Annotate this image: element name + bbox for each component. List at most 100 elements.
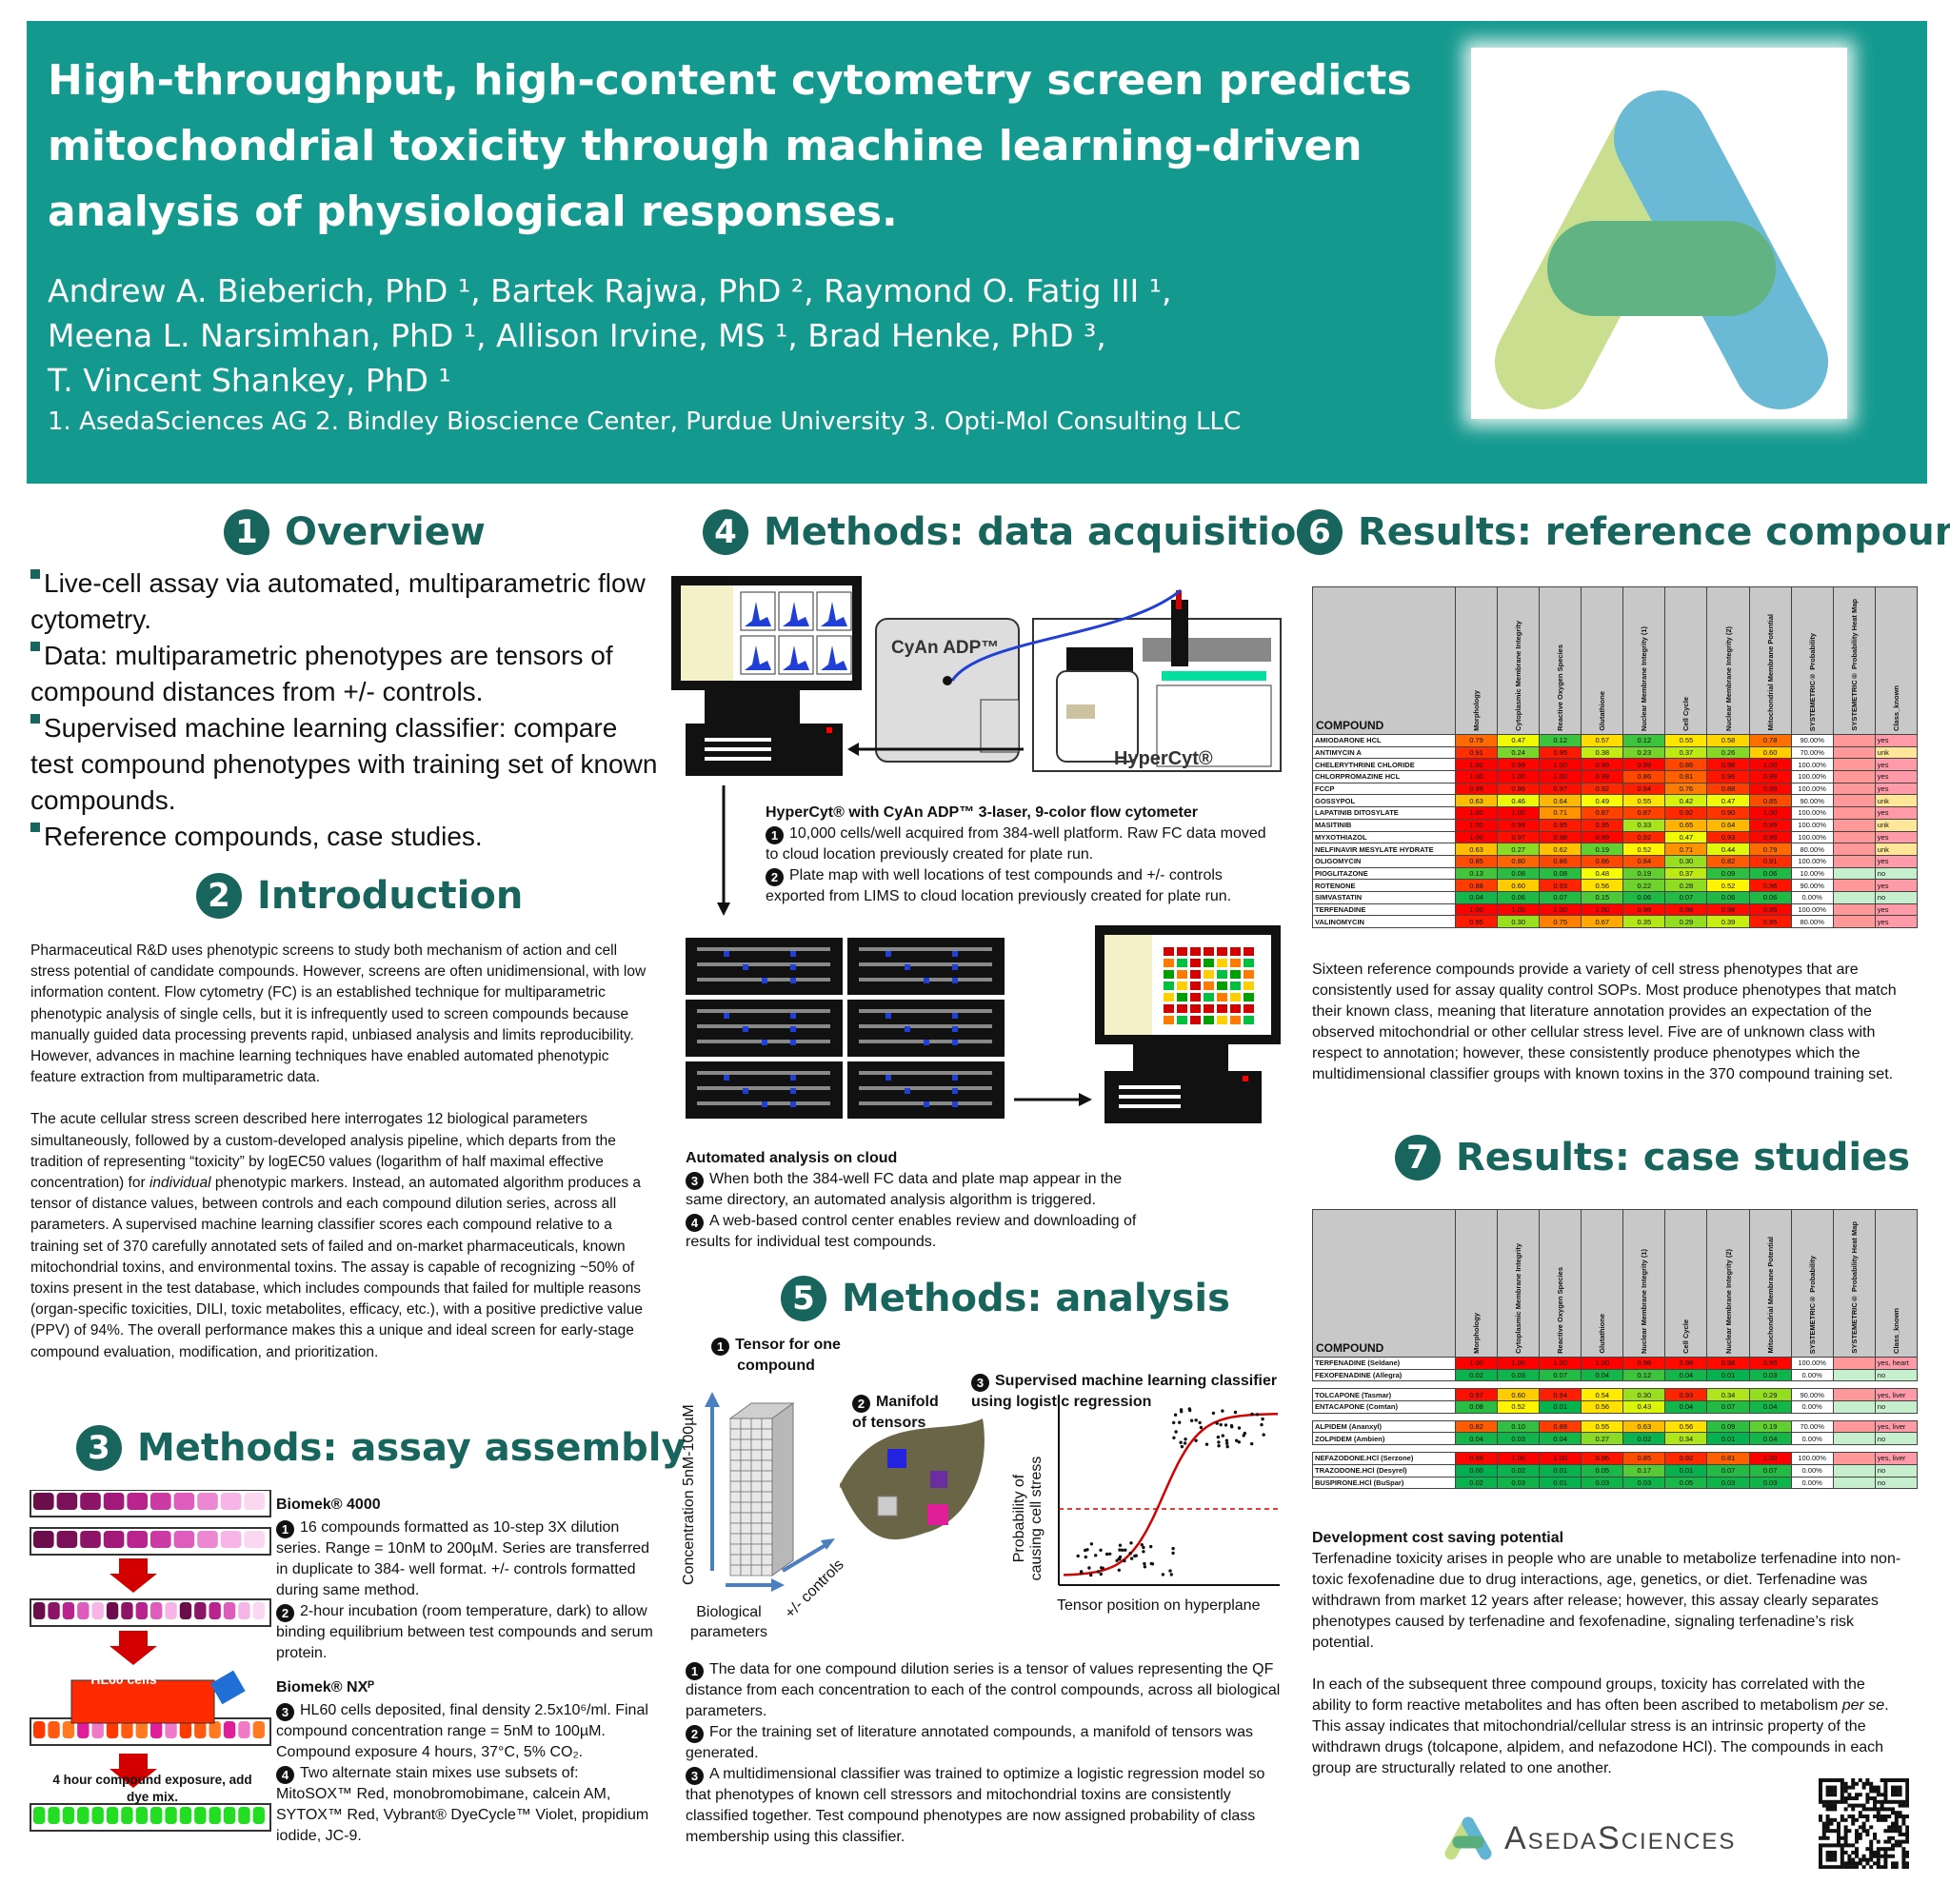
heat-cell: 1.00 (1581, 902, 1624, 917)
author-line-2: Meena L. Narsimhan, PhD ¹, Allison Irvin… (48, 317, 1106, 354)
heat-cell: 0.87 (1581, 806, 1624, 820)
heat-cell: 1.00 (1497, 902, 1541, 917)
class-cell: yes (1874, 830, 1919, 844)
heat-cell: 0.07 (1664, 890, 1708, 904)
heat-cell: 0.04 (1664, 1368, 1708, 1382)
heat-cell: 0.98 (1664, 902, 1708, 917)
heat-cell: 1.00 (1539, 758, 1582, 772)
compound-name: TERFENADINE (1312, 902, 1456, 917)
heat-cell: 0.38 (1581, 745, 1624, 760)
compound-name: ZOLPIDEM (Ambien) (1312, 1432, 1456, 1446)
heat-cell: 0.82 (1454, 1419, 1499, 1434)
section-title: Overview (285, 510, 486, 554)
heat-cell: 0.96 (1497, 782, 1541, 796)
author-line-1: Andrew A. Bieberich, PhD ¹, Bartek Rajwa… (48, 272, 1172, 309)
heat-cell: 0.29 (1748, 1388, 1792, 1402)
heat-cell: 0.54 (1581, 1388, 1624, 1402)
heat-cell: 0.27 (1497, 843, 1541, 856)
heat-cell: 0.71 (1664, 843, 1708, 856)
heat-cell: 0.82 (1706, 854, 1750, 868)
heat-cell: 0.03 (1497, 1432, 1541, 1446)
heat-cell: 0.75 (1539, 915, 1582, 928)
heat-cell: 0.29 (1664, 915, 1708, 928)
heat-cell: 0.06 (1706, 890, 1750, 904)
probability-heat-cell (1832, 1357, 1876, 1370)
heat-cell: 0.02 (1622, 1432, 1666, 1446)
probability-cell: 80.00% (1790, 843, 1834, 856)
introduction-text: Pharmaceutical R&D uses phenotypic scree… (30, 941, 659, 1363)
heat-cell: 1.00 (1454, 818, 1499, 832)
probability-heat-cell (1832, 806, 1876, 820)
probability-cell: 0.00% (1790, 1368, 1834, 1382)
heat-cell: 0.98 (1622, 1357, 1666, 1370)
heat-cell: 0.08 (1454, 1400, 1499, 1414)
heat-cell: 0.99 (1581, 830, 1624, 844)
heat-cell: 1.00 (1539, 1357, 1582, 1370)
heat-cell: 0.65 (1664, 818, 1708, 832)
probability-cell: 100.00% (1790, 902, 1834, 917)
probability-cell: 100.00% (1790, 782, 1834, 796)
heat-cell: 0.03 (1622, 1476, 1666, 1490)
heat-cell: 1.00 (1454, 830, 1499, 844)
heat-cell: 0.96 (1748, 879, 1792, 892)
probability-cell: 100.00% (1790, 770, 1834, 783)
heat-cell: 0.37 (1664, 866, 1708, 881)
heat-cell: 1.00 (1454, 1357, 1499, 1370)
cyan-adp-label: CyAn ADP™ (891, 638, 1000, 658)
heat-cell: 0.96 (1706, 770, 1750, 783)
probability-heat-cell (1832, 770, 1876, 783)
section-number: 5 (781, 1276, 826, 1321)
class-cell: yes (1874, 758, 1919, 772)
heat-cell: 0.93 (1664, 1388, 1708, 1402)
class-cell: yes (1874, 915, 1919, 928)
heat-cell: 0.06 (1748, 890, 1792, 904)
compound-name: NELFINAVIR MESYLATE HYDRATE (1312, 843, 1456, 856)
heat-cell: 0.08 (1497, 866, 1541, 881)
probability-cell: 100.00% (1790, 758, 1834, 772)
heat-cell: 0.47 (1497, 734, 1541, 747)
qr-code[interactable] (1819, 1778, 1909, 1869)
heat-cell: 0.85 (1622, 1452, 1666, 1465)
compound-name: TERFENADINE (Seldane) (1312, 1357, 1456, 1370)
heat-cell: 0.03 (1748, 1368, 1792, 1382)
heat-cell: 0.15 (1581, 890, 1624, 904)
heat-cell: 0.07 (1539, 1368, 1582, 1382)
probability-cell: 10.00% (1790, 866, 1834, 881)
class-cell: yes, liver (1874, 1388, 1919, 1402)
bullet-item: Data: multiparametric phenotypes are ten… (30, 641, 613, 706)
heat-cell: 0.01 (1539, 1400, 1582, 1414)
heat-cell: 0.04 (1748, 1400, 1792, 1414)
heat-cell: 1.00 (1497, 806, 1541, 820)
compound-name: ALPIDEM (Ananxyl) (1312, 1419, 1456, 1434)
probability-heat-cell (1832, 1452, 1876, 1465)
probability-cell: 100.00% (1790, 806, 1834, 820)
heat-cell: 0.43 (1622, 1400, 1666, 1414)
heat-cell: 0.35 (1622, 915, 1666, 928)
probability-cell: 0.00% (1790, 1476, 1834, 1490)
intro-paragraph-2: The acute cellular stress screen describ… (30, 1111, 643, 1360)
heat-cell: 0.86 (1539, 854, 1582, 868)
probability-cell: 0.00% (1790, 1432, 1834, 1446)
probability-cell: 100.00% (1790, 1357, 1834, 1370)
probability-heat-cell (1832, 1368, 1876, 1382)
class-cell: yes (1874, 770, 1919, 783)
heat-cell: 0.07 (1748, 1463, 1792, 1478)
heat-cell: 0.99 (1748, 830, 1792, 844)
class-cell: yes (1874, 902, 1919, 917)
heat-cell: 0.86 (1622, 770, 1666, 783)
column-header: Mitochondrial Membrane Potential (1748, 1209, 1792, 1358)
tensor-position-label: Tensor position on hyperplane (1057, 1597, 1261, 1614)
compound-name: ANTIMYCIN A (1312, 745, 1456, 760)
heat-cell: 0.78 (1748, 734, 1792, 747)
heat-cell: 0.22 (1622, 879, 1666, 892)
